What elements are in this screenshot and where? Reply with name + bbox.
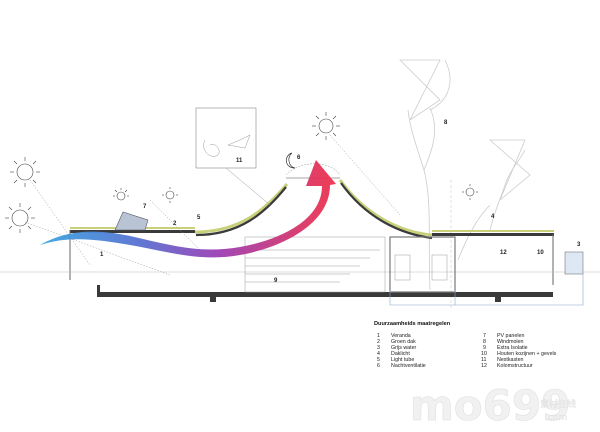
svg-text:Light tube: Light tube xyxy=(391,357,414,363)
wind-turbines xyxy=(399,59,531,291)
building xyxy=(0,107,600,306)
svg-text:11: 11 xyxy=(236,158,243,164)
svg-text:7: 7 xyxy=(483,333,486,339)
legend-item: 4 Daklicht xyxy=(377,351,410,357)
svg-text:2: 2 xyxy=(377,339,380,345)
svg-text:6: 6 xyxy=(377,363,380,369)
svg-text:11: 11 xyxy=(481,357,487,363)
svg-text:9: 9 xyxy=(274,278,278,284)
callout-labels: 1 2 3 4 5 6 7 8 9 10 11 12 xyxy=(100,120,581,284)
legend: Duurzaamheids maatregelen 1 Veranda 2 Groe… xyxy=(374,321,557,369)
legend-item: 10 Houten kozijnen + gevels xyxy=(481,351,557,357)
svg-text:Extra Isolatie: Extra Isolatie xyxy=(497,345,528,351)
sun-icon xyxy=(5,203,35,233)
svg-text:5: 5 xyxy=(377,357,380,363)
airflow-arrow xyxy=(40,160,336,258)
svg-text:8: 8 xyxy=(444,120,448,126)
legend-item: 5 Light tube xyxy=(377,357,414,363)
svg-text:Houten kozijnen + gevels: Houten kozijnen + gevels xyxy=(497,351,557,357)
legend-item: 1 Veranda xyxy=(377,333,411,339)
svg-text:10: 10 xyxy=(481,351,487,357)
svg-text:1: 1 xyxy=(100,252,104,258)
svg-text:Kolomstructuur: Kolomstructuur xyxy=(497,363,533,369)
svg-text:Grijs water: Grijs water xyxy=(391,345,417,351)
svg-text:4: 4 xyxy=(491,214,495,220)
svg-text:mo699: mo699 xyxy=(410,381,570,430)
svg-text:8: 8 xyxy=(483,339,486,345)
svg-text:Groen dak: Groen dak xyxy=(391,339,416,345)
sunlight-rays xyxy=(24,134,401,276)
water-tank xyxy=(564,251,584,275)
svg-text:2: 2 xyxy=(173,221,177,227)
svg-text:3: 3 xyxy=(377,345,380,351)
legend-item: 9 Extra Isolatie xyxy=(483,345,528,351)
watermark: mo699 素材在线 .com xyxy=(410,381,576,431)
legend-item: 11 Nestkasten xyxy=(481,357,524,363)
svg-text:PV panelen: PV panelen xyxy=(497,333,524,339)
legend-item: 6 Nachtventilatie xyxy=(377,363,426,369)
legend-item: 12 Kolomstructuur xyxy=(481,363,533,369)
svg-text:5: 5 xyxy=(197,215,201,221)
svg-text:Nachtventilatie: Nachtventilatie xyxy=(391,363,426,369)
svg-text:Daklicht: Daklicht xyxy=(391,351,410,357)
svg-text:6: 6 xyxy=(297,155,301,161)
svg-text:Nestkasten: Nestkasten xyxy=(497,357,524,363)
sun-icon xyxy=(312,112,340,140)
svg-text:12: 12 xyxy=(500,250,507,256)
legend-item: 3 Grijs water xyxy=(377,345,417,351)
svg-text:Veranda: Veranda xyxy=(391,333,411,339)
svg-text:7: 7 xyxy=(143,204,147,210)
svg-text:10: 10 xyxy=(537,250,544,256)
moon-icon xyxy=(286,152,296,169)
svg-text:1: 1 xyxy=(377,333,380,339)
sun-icon xyxy=(10,157,40,187)
pv-panel xyxy=(114,211,149,231)
legend-item: 2 Groen dak xyxy=(377,339,416,345)
svg-text:9: 9 xyxy=(483,345,486,351)
svg-text:12: 12 xyxy=(481,363,487,369)
svg-text:Duurzaamheids maatregelen: Duurzaamheids maatregelen xyxy=(374,321,451,327)
sun-icon xyxy=(113,188,129,201)
sun-icon xyxy=(462,184,478,200)
svg-text:.com: .com xyxy=(545,413,567,423)
sun-icon xyxy=(162,187,178,203)
legend-item: 7 PV panelen xyxy=(483,333,524,339)
svg-text:4: 4 xyxy=(377,351,380,357)
svg-text:3: 3 xyxy=(577,242,581,248)
nest-box-inset xyxy=(195,107,257,169)
legend-item: 8 Windmolen xyxy=(483,339,524,345)
svg-text:Windmolen: Windmolen xyxy=(497,339,524,345)
svg-text:素材在线: 素材在线 xyxy=(540,398,576,410)
